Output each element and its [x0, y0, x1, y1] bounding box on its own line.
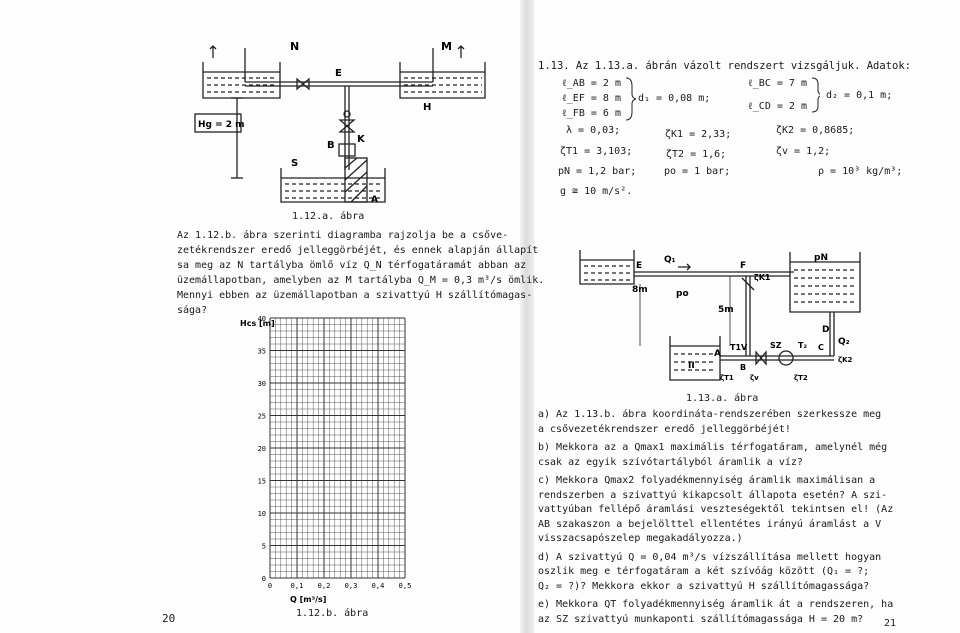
fig13-label-k1: ζK1 [754, 273, 771, 282]
data-pn: pN = 1,2 bar; [558, 166, 637, 177]
problem-line: zetékrendszer eredő jelleggörbéjét, és e… [177, 245, 539, 256]
fig13-label-t2: T₂ [798, 341, 807, 350]
figure-1-13-a: E Q₁ F ζK1 pN 8m po 5m D Q₂ A T1V II SZ … [579, 250, 861, 382]
data-po: po = 1 bar; [664, 166, 731, 177]
y-tick-label: 10 [258, 510, 266, 518]
question-c-line: visszacsapószelep megakadályozza.) [538, 533, 743, 544]
fig13-label-q2: Q₂ [838, 337, 850, 347]
data-l-fb: ℓ_FB = 6 m [562, 108, 621, 119]
y-tick-label: 5 [262, 543, 266, 551]
data-g: g ≅ 10 m/s². [560, 186, 633, 197]
label-m: M [441, 40, 452, 53]
x-axis-label: Q [m³/s] [290, 595, 326, 604]
fig13-label-d: D [822, 325, 829, 335]
problem-line: Mennyi ebben az üzemállapotban a szivatt… [177, 290, 533, 301]
fig13-label-po: po [676, 289, 689, 299]
data-l-bc: ℓ_BC = 7 m [748, 78, 807, 89]
fig13-label-ii: II [688, 361, 695, 371]
x-tick-label: 0,2 [318, 582, 331, 590]
y-tick-label: 0 [262, 575, 266, 583]
fig13-label-zv: ζv [750, 374, 759, 382]
label-s: S [291, 158, 298, 169]
x-tick-label: 0,5 [399, 582, 412, 590]
fig13-label-b: B [740, 363, 746, 372]
x-tick-label: 0,1 [291, 582, 304, 590]
data-zt2: ζT2 = 1,6; [666, 149, 727, 160]
label-h: H [423, 102, 431, 113]
page-number-left: 20 [162, 612, 176, 625]
question-c-line: c) Mekkora Qmax2 folyadékmennyiség áraml… [538, 475, 876, 486]
question-b-line: b) Mekkora az a Qmax1 maximális térfogat… [538, 442, 888, 453]
caption-1-12-b: 1.12.b. ábra [296, 608, 369, 619]
label-a: A [371, 195, 378, 205]
label-e: E [335, 68, 342, 79]
data-lambda: λ = 0,03; [566, 125, 621, 136]
data-braces [625, 77, 820, 121]
label-hg: Hg = 2 m [198, 120, 245, 130]
label-k: K [357, 134, 366, 145]
fig13-label-k2: ζK2 [838, 356, 853, 364]
figure-1-12-a: N M E K B S A H Hg = 2 m [194, 40, 486, 205]
data-d1: d₁ = 0,08 m; [638, 93, 711, 104]
fig13-label-f: F [740, 261, 746, 271]
label-n: N [290, 40, 299, 53]
problem-line: üzemállapotban, amelyben az M tartályba … [177, 275, 545, 286]
x-tick-label: 0 [268, 582, 272, 590]
question-e-line: az SZ szivattyú munkaponti szállítómagas… [538, 613, 864, 625]
problem-line: sága? [177, 305, 208, 316]
data-zt1: ζT1 = 3,103; [560, 146, 633, 157]
fig13-label-zt1: ζT1 [720, 374, 734, 382]
data-l-cd: ℓ_CD = 2 m [748, 101, 807, 112]
y-tick-label: 30 [258, 380, 266, 388]
label-b: B [327, 140, 335, 151]
y-tick-label: 40 [258, 315, 266, 323]
question-b-line: csak az egyik szívótartályból áramlik a … [538, 456, 803, 468]
y-tick-label: 15 [258, 478, 266, 486]
data-l-ab: ℓ_AB = 2 m [562, 78, 621, 89]
chart-1-12-b: Hcs [m] Q [m³/s] 40 35 30 25 20 15 10 5 00 0,1 0,2… [240, 315, 412, 604]
fig13-label-sz: SZ [770, 341, 782, 350]
problem-1-12-text: Az 1.12.b. ábra szerinti diagramba rajzo… [177, 228, 544, 318]
book-gutter [520, 0, 534, 633]
caption-1-13-a: 1.13.a. ábra [686, 393, 759, 404]
y-tick-label: 20 [258, 445, 266, 453]
question-c-line: rendszerben a szivattyú kikapcsolt állap… [538, 489, 888, 501]
fig13-label-zt2: ζT2 [794, 374, 808, 382]
page-number-right: 21 [884, 618, 897, 629]
fig13-label-a: A [714, 349, 721, 359]
x-tick-label: 0,4 [372, 582, 385, 590]
question-c-line: vattyúban fellépő áramlási veszteségektő… [538, 504, 894, 515]
y-tick-label: 35 [258, 348, 266, 356]
problem-line: sa meg az N tartályba ömlő víz Q_N térfo… [177, 260, 527, 271]
y-axis-label: Hcs [m] [240, 319, 275, 328]
data-zk1: ζK1 = 2,33; [665, 129, 732, 140]
fig13-label-t1v: T1V [730, 343, 748, 352]
question-d-line: d) A szivattyú Q = 0,04 m³/s vízszállítá… [538, 551, 882, 563]
question-a-line: a csővezetékrendszer eredő jelleggörbéjé… [538, 423, 791, 435]
problem-line: Az 1.12.b. ábra szerinti diagramba rajzo… [177, 230, 509, 241]
question-e-line: e) Mekkora QT folyadékmennyiség áramlik … [538, 599, 894, 610]
question-c-line: AB szakaszon a bejelölttel ellentétes ir… [538, 518, 882, 530]
data-l-ef: ℓ_EF = 8 m [562, 93, 621, 104]
fig13-label-q1: Q₁ [664, 255, 676, 265]
question-a-line: a) Az 1.13.b. ábra koordináta-rendszeréb… [538, 409, 882, 420]
questions-1-13: a) Az 1.13.b. ábra koordináta-rendszeréb… [538, 408, 893, 627]
fig13-label-8m: 8m [632, 285, 648, 295]
data-d2: d₂ = 0,1 m; [826, 90, 893, 101]
data-zv: ζv = 1,2; [776, 146, 831, 157]
y-tick-label: 25 [258, 413, 266, 421]
fig13-label-c: C [818, 343, 824, 352]
fig13-label-e: E [636, 261, 642, 271]
x-tick-label: 0,3 [345, 582, 358, 590]
fig13-label-pn: pN [814, 253, 828, 263]
question-d-line: Q₂ = ?)? Mekkora ekkor a szivattyú H szá… [538, 580, 870, 592]
data-zk2: ζK2 = 0,8685; [776, 125, 855, 136]
question-d-line: oszlik meg e térfogatáram a két szívóág … [538, 566, 870, 577]
data-rho: ρ = 10³ kg/m³; [818, 166, 903, 177]
caption-1-12-a: 1.12.a. ábra [292, 211, 365, 222]
fig13-label-5m: 5m [718, 305, 734, 315]
problem-1-13-header: 1.13. Az 1.13.a. ábrán vázolt rendszert … [538, 60, 911, 72]
